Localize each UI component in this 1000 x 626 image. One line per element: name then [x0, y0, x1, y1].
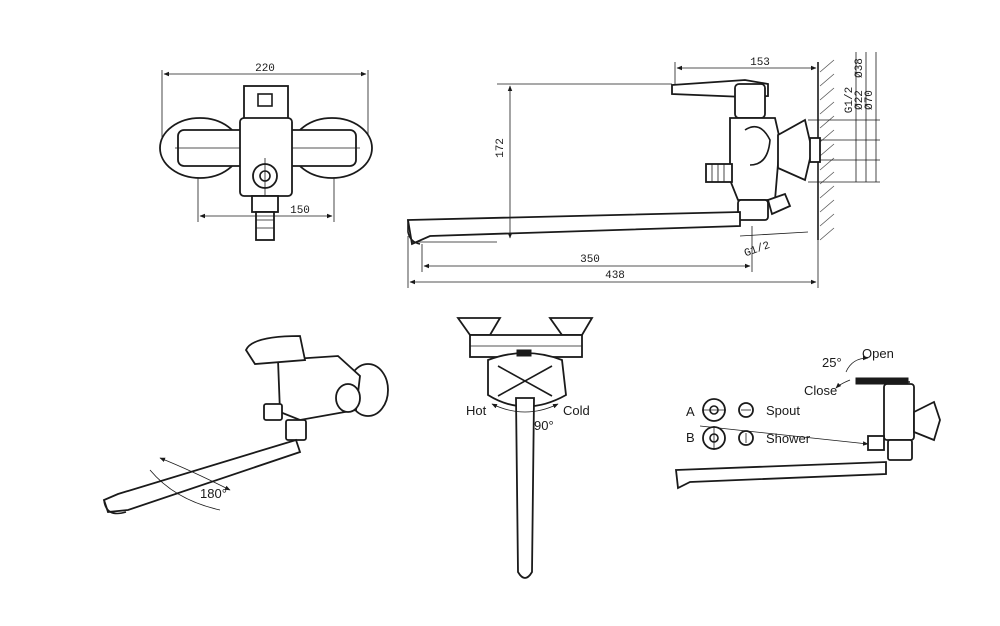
- option-a-label: Spout: [766, 403, 800, 418]
- shower-outlet: [705, 163, 733, 183]
- front-view: 220 150: [159, 63, 373, 241]
- side-height-label: 172: [495, 138, 507, 158]
- outlet-thread: [255, 211, 275, 241]
- lever-view-left-handle: [456, 317, 502, 336]
- diverter-body: [883, 383, 915, 441]
- lever-view: Hot Cold 90°: [456, 317, 594, 579]
- flange-thread-label: G1/2: [844, 87, 856, 113]
- spout-reach-label: 350: [580, 254, 600, 266]
- rotation-view: 180°: [102, 335, 389, 515]
- flange-dia-3-label: Ø70: [864, 90, 876, 110]
- flange-dia-2-label: Ø22: [854, 90, 866, 110]
- flange-dia-1-label: Ø38: [854, 58, 866, 78]
- lever-view-right-handle: [548, 317, 594, 336]
- option-a-letter: A: [686, 404, 695, 419]
- wall-flange: [777, 118, 813, 182]
- front-width-label: 220: [255, 63, 275, 75]
- diverter-spout: [674, 461, 887, 490]
- diverter-wall-flange: [913, 400, 941, 442]
- cold-label: Cold: [563, 403, 590, 418]
- overall-length-label: 438: [605, 270, 625, 282]
- spout-angle-label: 180°: [200, 486, 227, 501]
- lever-angle-label: 90°: [534, 418, 554, 433]
- side-mixer-body: [729, 117, 781, 201]
- thread-small-label: G1/2: [743, 240, 772, 260]
- side-view: 153 G1/2 Ø38 Ø22 Ø70: [406, 52, 880, 288]
- open-angle-label: 25°: [822, 355, 842, 370]
- option-b-letter: B: [686, 430, 695, 445]
- outlet-nut: [251, 195, 279, 213]
- side-spout: [406, 211, 741, 246]
- diverter-view: 25° Open Close A Spout B Shower: [674, 346, 941, 490]
- open-label: Open: [862, 346, 894, 361]
- spout-nut: [737, 199, 769, 221]
- close-label: Close: [804, 383, 837, 398]
- side-depth-label: 153: [750, 57, 770, 69]
- lever-top: [243, 85, 289, 121]
- wall-connector: [809, 137, 821, 163]
- rotation-shower-outlet: [263, 403, 283, 421]
- option-b-label: Shower: [766, 431, 811, 446]
- front-centers-label: 150: [290, 205, 310, 217]
- hot-label: Hot: [466, 403, 487, 418]
- rotation-lever: [244, 335, 307, 365]
- wall-hatching: [819, 59, 835, 241]
- lever-view-spout: [515, 397, 535, 579]
